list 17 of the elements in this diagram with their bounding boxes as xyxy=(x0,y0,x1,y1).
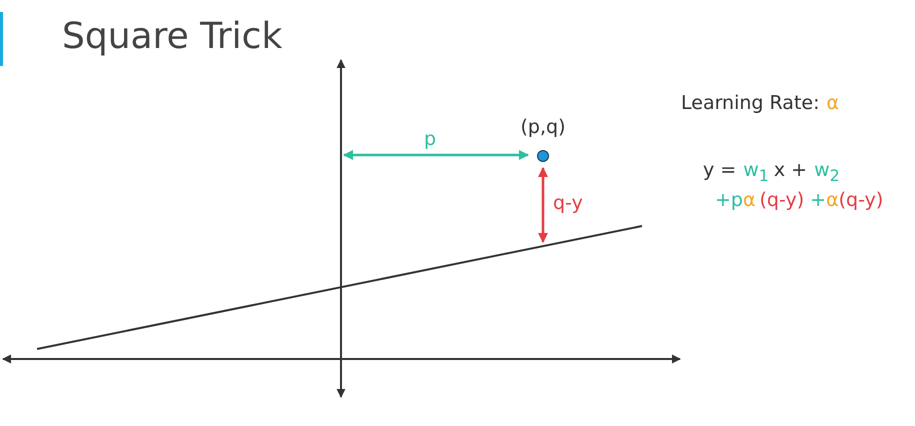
equation-term: α xyxy=(742,189,756,211)
equation-term: (q-y) xyxy=(838,189,884,211)
equation-term: w$_{2}$ xyxy=(814,159,840,185)
point-marker xyxy=(537,150,549,162)
point-label: (p,q) xyxy=(520,116,566,138)
dimension-label: q-y xyxy=(553,192,583,214)
equation-term: α xyxy=(826,189,839,211)
title: Square Trick xyxy=(62,16,282,57)
equation-term: x + xyxy=(774,159,808,182)
equation-term: + xyxy=(810,189,826,211)
symbol-label: α xyxy=(826,92,840,114)
equation-term: +p xyxy=(715,189,743,211)
equation-term: w$_{1}$ xyxy=(743,159,769,185)
equation-term: y = xyxy=(703,159,736,182)
text-label: Learning Rate: xyxy=(681,92,820,114)
dimension-label: p xyxy=(424,128,436,150)
equation-term: (q-y) xyxy=(760,189,804,211)
